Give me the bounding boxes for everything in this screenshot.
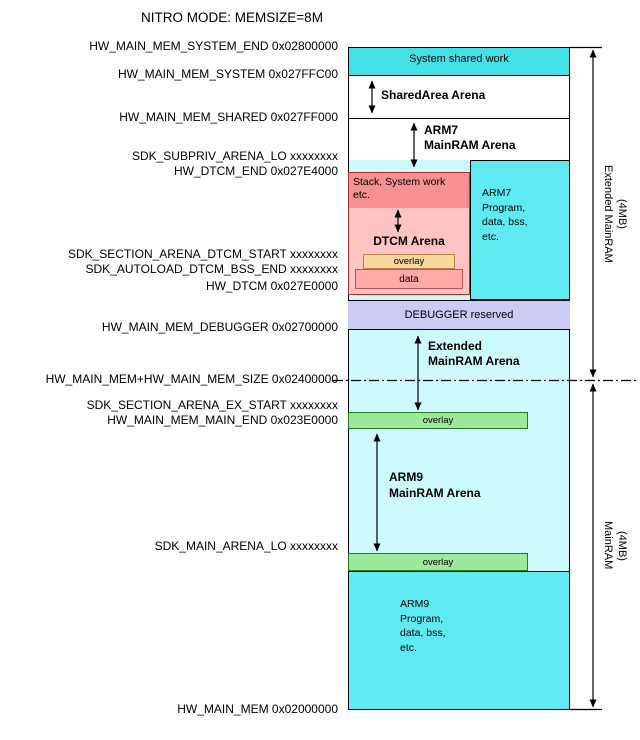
arm9-program-line3: data, bss, bbox=[400, 627, 446, 639]
address-label-subpriv-arena: SDK_SUBPRIV_ARENA_LO xxxxxxxx bbox=[131, 149, 338, 163]
address-label-dtcm: HW_DTCM 0x027E0000 bbox=[205, 279, 338, 293]
arm9-program-line2: Program, bbox=[400, 612, 444, 625]
arm7-arena-line1: ARM7 bbox=[424, 123, 459, 137]
address-label-main-mem: HW_MAIN_MEM 0x02000000 bbox=[177, 702, 338, 716]
label-arm7-mainram-arena: ARM7 MainRAM Arena bbox=[424, 123, 516, 153]
region-dtcm-overlay: overlay bbox=[363, 254, 455, 269]
region-dtcm-data: data bbox=[355, 269, 463, 289]
extended-mainram-name: Extended MainRAM bbox=[602, 165, 614, 263]
address-label-mem-size: HW_MAIN_MEM+HW_MAIN_MEM_SIZE 0x02400000 bbox=[45, 372, 338, 386]
region-system-shared-work bbox=[348, 47, 570, 76]
mainram-size: (4MB) bbox=[616, 530, 628, 561]
region-stack-system-work: Stack, System work etc. bbox=[349, 173, 469, 208]
address-label-shared: HW_MAIN_MEM_SHARED 0x027FF000 bbox=[119, 110, 338, 124]
arm7-program-line3: data, bss, bbox=[482, 216, 528, 228]
arm9-arena-line2: MainRAM Arena bbox=[389, 486, 481, 500]
address-label-dtcm-end: HW_DTCM_END 0x027E4000 bbox=[173, 164, 338, 178]
dtcm-box: Stack, System work etc. DTCM Arena overl… bbox=[348, 172, 470, 295]
region-overlay-main: overlay bbox=[348, 553, 528, 571]
region-debugger-reserved: DEBUGGER reserved bbox=[348, 300, 570, 330]
label-dtcm-arena: DTCM Arena bbox=[373, 234, 445, 248]
label-arm7-program: ARM7 Program, data, bss, etc. bbox=[482, 186, 528, 244]
address-label-system-end: HW_MAIN_MEM_SYSTEM_END 0x02800000 bbox=[89, 39, 338, 53]
address-label-dtcm-bss-end: SDK_AUTOLOAD_DTCM_BSS_END xxxxxxxx bbox=[85, 262, 338, 276]
address-label-system: HW_MAIN_MEM_SYSTEM 0x027FFC00 bbox=[117, 67, 338, 81]
stack-label-line1: Stack, System work bbox=[353, 176, 446, 188]
mainram-name: MainRAM bbox=[602, 521, 614, 570]
boundary-shared-line bbox=[348, 118, 570, 119]
stack-label-line2: etc. bbox=[353, 189, 370, 201]
extended-arena-line1: Extended bbox=[428, 339, 483, 353]
label-extended-mainram-4mb: Extended MainRAM (4MB) bbox=[601, 118, 629, 310]
address-label-debugger: HW_MAIN_MEM_DEBUGGER 0x02700000 bbox=[101, 320, 338, 334]
region-overlay-extended: overlay bbox=[348, 412, 528, 429]
label-mainram-4mb: MainRAM (4MB) bbox=[601, 478, 629, 613]
address-label-dtcm-start: SDK_SECTION_ARENA_DTCM_START xxxxxxxx bbox=[67, 247, 338, 261]
arm7-program-line2: Program, bbox=[482, 201, 526, 214]
arm7-program-line1: ARM7 bbox=[482, 187, 512, 199]
region-arm7-program bbox=[470, 160, 570, 300]
label-arm9-mainram-arena: ARM9 MainRAM Arena bbox=[389, 469, 481, 501]
extended-mainram-size: (4MB) bbox=[616, 199, 628, 229]
arm9-program-line4: etc. bbox=[400, 641, 417, 654]
address-label-main-arena-lo: SDK_MAIN_ARENA_LO xxxxxxxx bbox=[154, 539, 338, 553]
label-system-shared-work: System shared work bbox=[409, 53, 509, 65]
label-extended-mainram-arena: Extended MainRAM Arena bbox=[428, 339, 520, 369]
arm7-arena-line2: MainRAM Arena bbox=[424, 138, 516, 152]
arm9-arena-line1: ARM9 bbox=[389, 470, 424, 484]
arm9-program-line1: ARM9 bbox=[400, 598, 430, 610]
address-label-arena-ex-start: SDK_SECTION_ARENA_EX_START xxxxxxxx bbox=[86, 398, 338, 412]
label-sharedarea-arena: SharedArea Arena bbox=[381, 88, 486, 102]
label-arm9-program: ARM9 Program, data, bss, etc. bbox=[400, 597, 446, 655]
address-label-main-end: HW_MAIN_MEM_MAIN_END 0x023E0000 bbox=[107, 413, 338, 427]
region-arm9-program bbox=[348, 571, 570, 710]
diagram-title: NITRO MODE: MEMSIZE=8M bbox=[141, 10, 323, 25]
extended-arena-line2: MainRAM Arena bbox=[428, 354, 520, 368]
arm7-program-line4: etc. bbox=[482, 230, 499, 243]
